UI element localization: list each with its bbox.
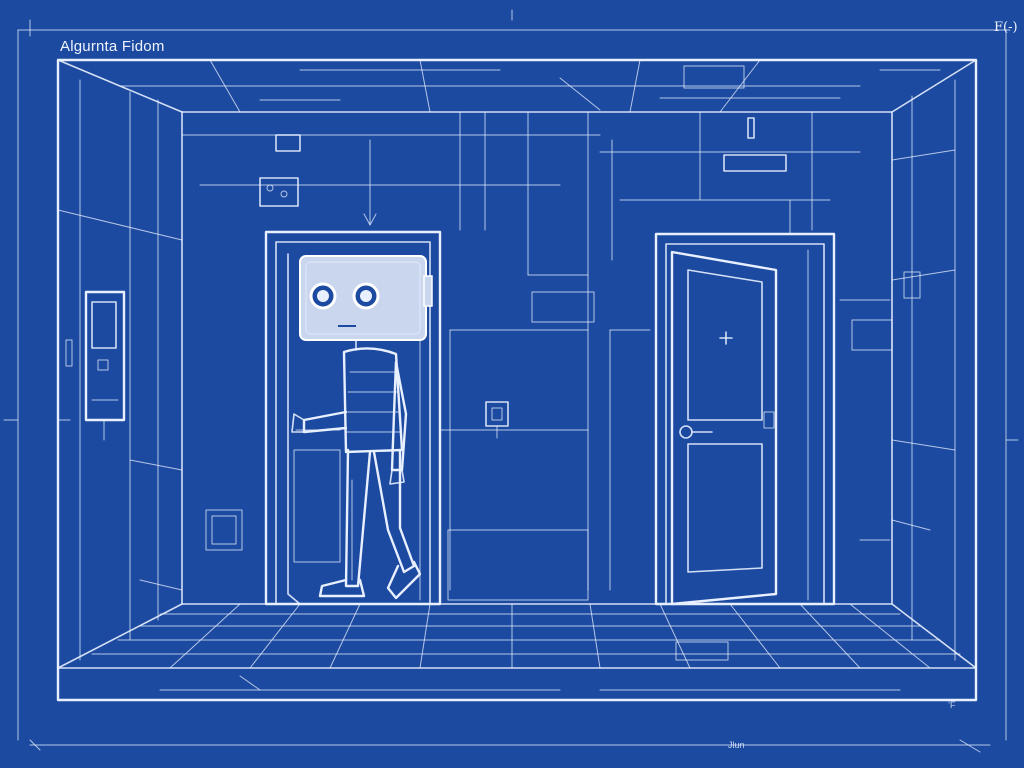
page-border xyxy=(17,9,1011,746)
floor-tiles xyxy=(91,603,961,691)
room-outline xyxy=(56,58,978,702)
ceiling-lines xyxy=(119,59,941,113)
right-door-icon xyxy=(654,199,836,606)
bottom-mark: Jlun xyxy=(728,740,745,750)
electrical-panel-icon xyxy=(84,290,126,441)
left-wall xyxy=(57,79,183,661)
corner-marks xyxy=(3,419,1019,753)
corner-mark: F(-) xyxy=(994,20,1018,35)
left-door-icon xyxy=(264,230,442,606)
wall-devices xyxy=(205,117,787,551)
robot-figure-icon xyxy=(291,255,433,600)
drawing-title: Algurnta Fidom xyxy=(60,38,165,55)
right-wall xyxy=(839,79,956,661)
light-switch-icon xyxy=(485,401,509,439)
wall-conduits xyxy=(181,111,861,601)
corner-small-mark: ’F xyxy=(948,700,956,710)
